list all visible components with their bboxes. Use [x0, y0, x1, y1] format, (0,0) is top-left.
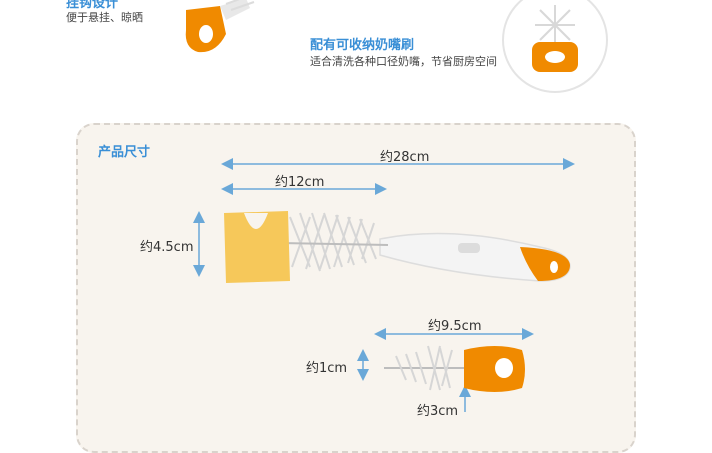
brush-height-label: 约4.5cm [140, 240, 194, 255]
size-panel-title: 产品尺寸 [98, 145, 151, 160]
size-panel [76, 123, 636, 453]
nipple-brush-image [384, 345, 525, 392]
nipple-brush-title: 配有可收纳奶嘴刷 [310, 38, 415, 53]
total-length-label: 约28cm [380, 150, 430, 165]
hook-desc: 便于悬挂、晾晒 [66, 11, 143, 24]
nipple-head-label: 约3cm [417, 404, 459, 419]
hook-illustration [185, 0, 255, 53]
brush-length-label: 约12cm [275, 175, 325, 190]
nipple-length-label: 约9.5cm [428, 319, 482, 334]
hook-title: 挂钩设计 [66, 0, 119, 11]
bottle-brush-image [224, 211, 571, 283]
nipple-diameter-label: 约1cm [306, 361, 348, 376]
dimension-arrows [193, 158, 575, 412]
nipple-brush-illustration [502, 0, 608, 93]
nipple-brush-desc: 适合清洗各种口径奶嘴，节省厨房空间 [310, 55, 497, 68]
